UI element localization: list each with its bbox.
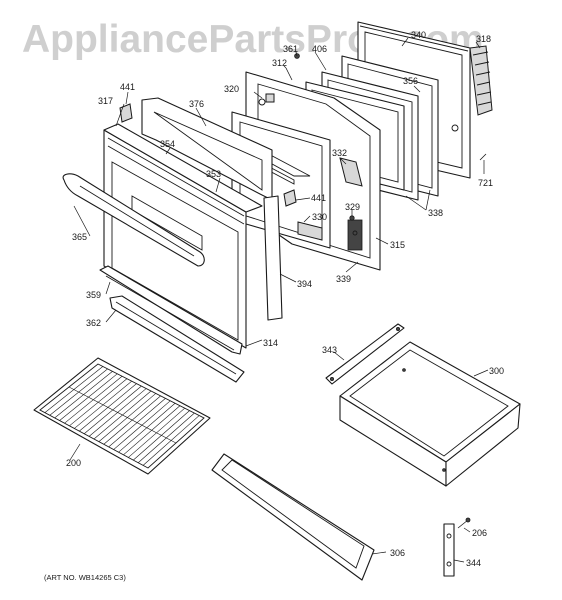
art-number: (ART NO. WB14265 C3) bbox=[44, 573, 126, 582]
label-361: 361 bbox=[283, 44, 298, 54]
label-365: 365 bbox=[72, 232, 87, 242]
label-721: 721 bbox=[478, 178, 493, 188]
label-353: 353 bbox=[206, 169, 221, 179]
clip-441-mid bbox=[283, 189, 297, 207]
label-312: 312 bbox=[272, 58, 287, 68]
drawer-slide-343 bbox=[325, 323, 405, 385]
vent-trim-362 bbox=[109, 295, 245, 383]
screw-206 bbox=[457, 517, 471, 529]
label-359: 359 bbox=[86, 290, 101, 300]
screw-721 bbox=[479, 153, 487, 161]
drawer-box-300 bbox=[339, 341, 521, 487]
rack-crossbar bbox=[68, 386, 177, 444]
label-318: 318 bbox=[476, 34, 491, 44]
label-376: 376 bbox=[189, 99, 204, 109]
clip-441-top bbox=[119, 103, 133, 123]
label-339: 339 bbox=[336, 274, 351, 284]
label-441-top: 441 bbox=[120, 82, 135, 92]
label-317: 317 bbox=[98, 96, 113, 106]
oven-rack-200 bbox=[33, 357, 211, 475]
label-332: 332 bbox=[332, 148, 347, 158]
door-handle-365 bbox=[62, 173, 205, 267]
bracket-344 bbox=[443, 523, 455, 577]
label-300: 300 bbox=[489, 366, 504, 376]
label-362: 362 bbox=[86, 318, 101, 328]
hinge-318 bbox=[469, 45, 493, 116]
door-frame-354 bbox=[141, 97, 273, 201]
screw-329 bbox=[349, 215, 355, 221]
label-354: 354 bbox=[160, 139, 175, 149]
label-315: 315 bbox=[390, 240, 405, 250]
label-306: 306 bbox=[390, 548, 405, 558]
label-441-mid: 441 bbox=[311, 193, 326, 203]
label-394: 394 bbox=[297, 279, 312, 289]
label-406: 406 bbox=[312, 44, 327, 54]
screw-312 bbox=[285, 67, 293, 81]
label-200: 200 bbox=[66, 458, 81, 468]
label-343: 343 bbox=[322, 345, 337, 355]
label-320: 320 bbox=[224, 84, 239, 94]
label-340: 340 bbox=[411, 30, 426, 40]
side-trim-394 bbox=[263, 195, 283, 321]
label-344: 344 bbox=[466, 558, 481, 568]
leader-lines bbox=[69, 37, 489, 563]
label-356: 356 bbox=[403, 76, 418, 86]
drawer-front-306 bbox=[211, 453, 375, 581]
label-206: 206 bbox=[472, 528, 487, 538]
bottom-trim-359 bbox=[99, 265, 243, 355]
label-338: 338 bbox=[428, 208, 443, 218]
label-330: 330 bbox=[312, 212, 327, 222]
label-314: 314 bbox=[263, 338, 278, 348]
label-329: 329 bbox=[345, 202, 360, 212]
